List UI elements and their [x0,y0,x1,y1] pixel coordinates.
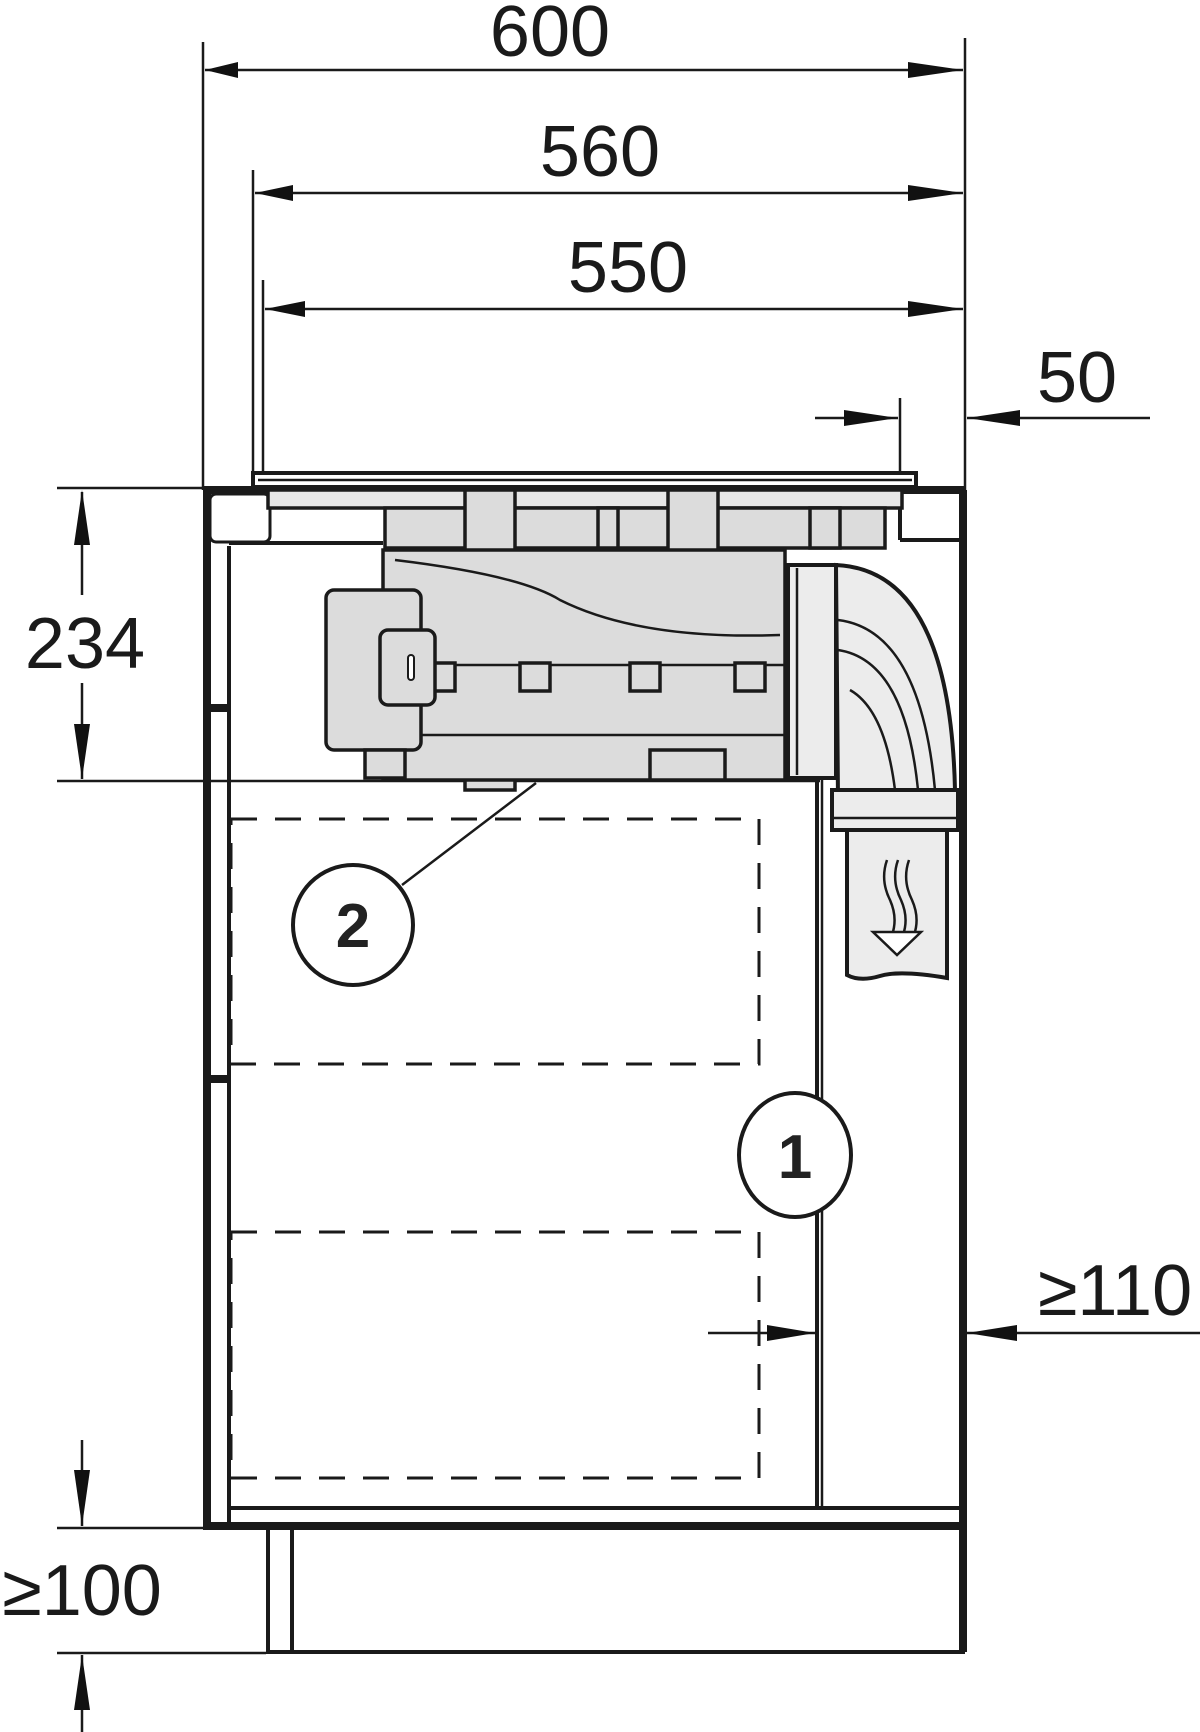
arrow-up-icon [74,1655,90,1710]
dimension-50: 50 [815,338,1150,480]
dimension-600: 600 [201,0,967,490]
arrow-up-icon [74,490,90,545]
arrow-right-icon [767,1325,815,1341]
arrow-left-icon [967,410,1020,426]
dimension-label-550: 550 [568,228,688,308]
arrow-right-icon [908,301,963,317]
arrow-left-icon [265,301,305,317]
airflow-down-arrow-icon [869,859,925,957]
dimension-560: 560 [251,112,963,480]
drawer-gap [207,704,231,712]
drawer-upper-outline [229,817,761,1066]
dimension-550: 550 [261,228,963,480]
arrow-down-icon [74,1470,90,1526]
arrow-left-icon [205,62,238,78]
dimension-rear-clearance: ≥110 [708,1251,1200,1341]
callout-1: 1 [737,1091,853,1219]
drawer-gap [207,1075,231,1083]
dimension-label-50: 50 [1037,338,1117,418]
callout-2: 2 [291,782,537,987]
callout-number-1: 1 [778,1123,812,1192]
clip-icon [431,661,767,693]
callout-number-2: 2 [336,892,370,961]
dimension-label-600: 600 [490,0,610,72]
dimension-label-rear-clearance: ≥110 [1038,1251,1192,1331]
arrow-right-icon [844,410,898,426]
arrow-down-icon [74,724,90,779]
dimension-label-560: 560 [540,112,660,192]
drawer-lower-outline [229,1230,761,1480]
cooktop-extractor-unit [251,471,960,981]
arrow-right-icon [908,185,963,201]
dimension-label-plinth: ≥100 [2,1551,162,1631]
dimension-plinth: ≥100 [2,1440,266,1732]
arrow-left-icon [255,185,293,201]
arrow-left-icon [967,1325,1017,1341]
dimension-label-234: 234 [25,604,145,684]
arrow-right-icon [908,62,963,78]
